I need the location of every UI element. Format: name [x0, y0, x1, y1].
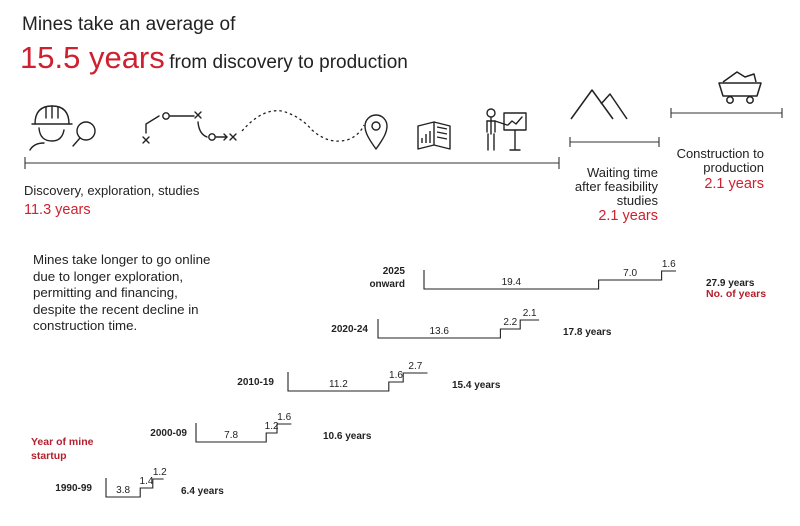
period-label: 2010-19 [237, 377, 274, 388]
path-route-icon [142, 111, 237, 144]
phase-timeline [24, 108, 783, 169]
period-label: 2025 [383, 266, 406, 277]
title-highlight: 15.5 years [20, 40, 165, 75]
value-label: 7.0 [623, 268, 637, 279]
step-line-2 [287, 372, 428, 392]
presentation-icon [486, 108, 527, 151]
value-label: 7.8 [224, 430, 238, 441]
phase1-value: 11.3 years [24, 202, 91, 218]
step-line-1 [195, 423, 292, 443]
phase2-line [569, 137, 660, 147]
value-label: 1.6 [277, 412, 291, 423]
step-line-3 [377, 319, 540, 339]
value-label: 1.6 [662, 259, 676, 270]
value-label: 13.6 [429, 326, 449, 337]
period-label: 2000-09 [150, 428, 187, 439]
step-line-4 [423, 270, 676, 290]
title-line-1: Mines take an average of [22, 14, 236, 35]
mine-cart-icon [718, 71, 762, 104]
phase2-label: Waiting time after feasibility studies [574, 165, 658, 208]
value-label: 2.7 [408, 361, 422, 372]
description-text: Mines take longer to go online due to lo… [33, 252, 211, 334]
step-line-0 [105, 478, 164, 498]
value-label: 19.4 [502, 277, 522, 288]
value-label: 2.2 [503, 317, 517, 328]
phase3-label: Construction to production [676, 146, 764, 175]
worker-helmet-icon [29, 105, 96, 151]
value-label: 11.2 [329, 379, 348, 390]
number-of-years-label: No. of years [706, 288, 767, 300]
total-label: 17.8 years [563, 327, 612, 338]
period-label: 2020-24 [331, 324, 368, 335]
total-label: 10.6 years [323, 431, 372, 442]
value-label: 1.2 [265, 421, 279, 432]
phase3-line [670, 108, 783, 118]
title-line-2: 15.5 years from discovery to production [20, 40, 408, 76]
total-label: 15.4 years [452, 380, 501, 391]
phase2-value: 2.1 years [598, 208, 658, 224]
value-label: 2.1 [523, 308, 537, 319]
total-label: 27.9 years [706, 278, 755, 289]
phase1-label: Discovery, exploration, studies [24, 183, 200, 198]
phase1-line [24, 157, 560, 169]
period-label: onward [369, 279, 405, 290]
value-label: 3.8 [116, 485, 130, 496]
location-pin-icon [364, 114, 388, 150]
year-of-startup-label: Year of mine startup [31, 436, 94, 462]
value-label: 1.6 [389, 370, 403, 381]
title-rest: from discovery to production [169, 52, 408, 73]
mountains-icon [570, 89, 628, 120]
phase3-value: 2.1 years [704, 176, 764, 192]
value-label: 1.2 [153, 467, 167, 478]
value-label: 1.4 [140, 476, 154, 487]
report-book-icon [417, 121, 451, 150]
total-label: 6.4 years [181, 486, 224, 497]
period-label: 1990-99 [55, 483, 92, 494]
winding-path-icon [241, 110, 365, 142]
